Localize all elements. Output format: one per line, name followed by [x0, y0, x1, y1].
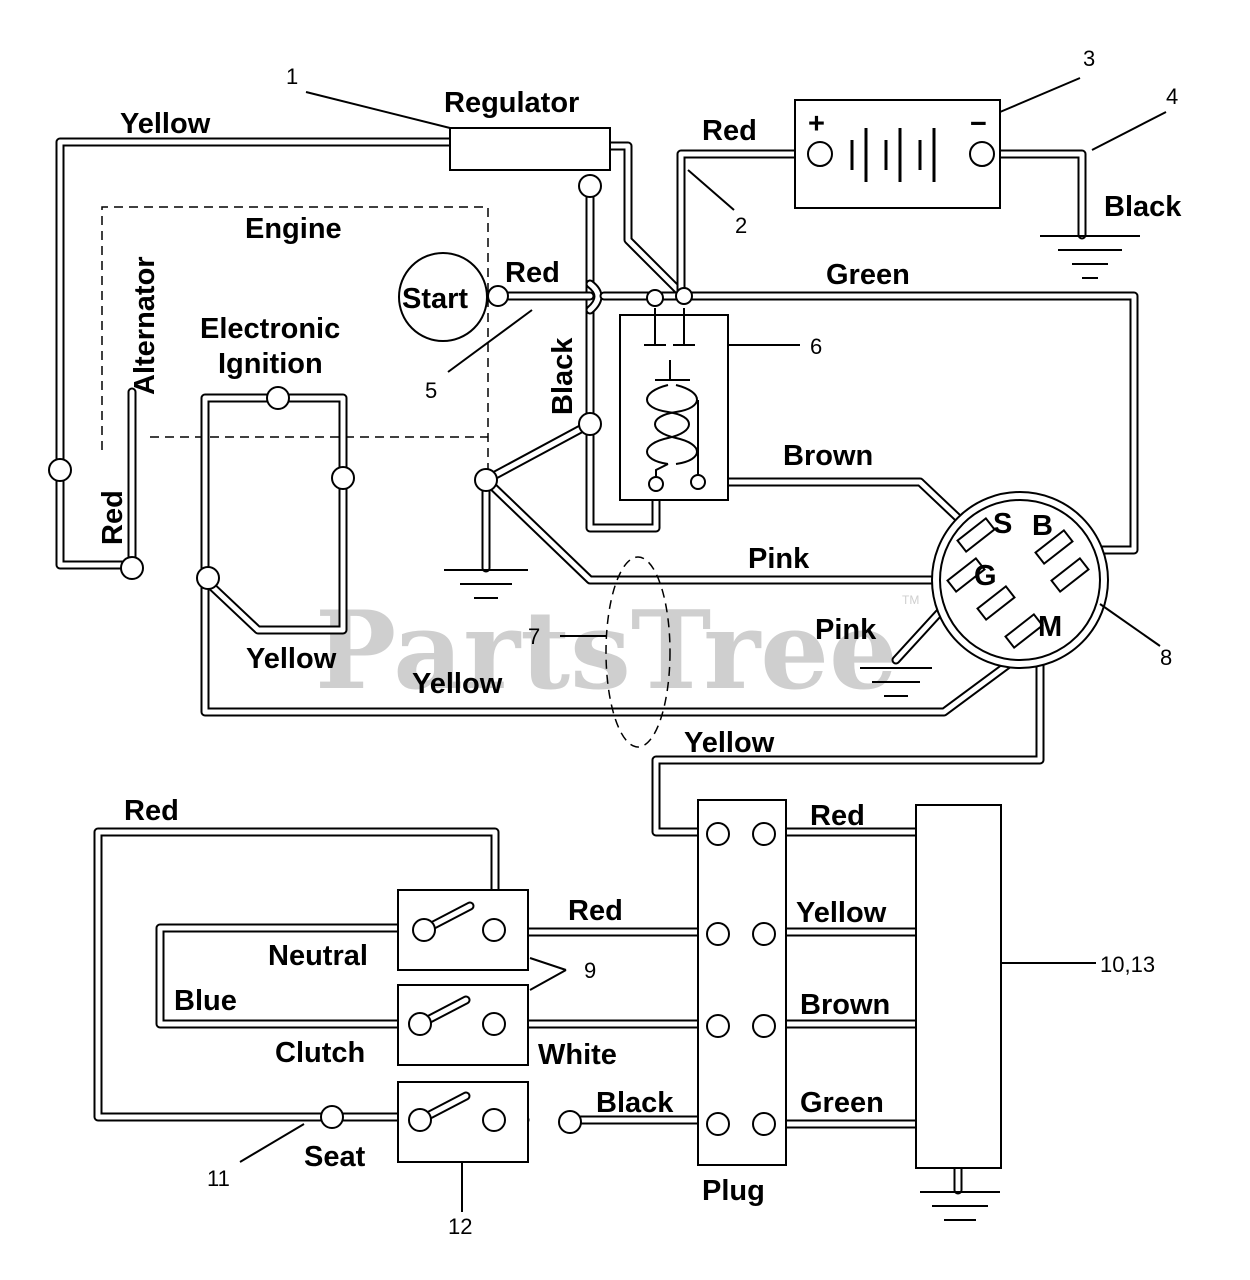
- wire-label-white: White: [538, 1039, 617, 1071]
- harness-ellipse: [605, 556, 671, 748]
- switch-terminal-m: M: [1038, 611, 1062, 643]
- switch-blades: [946, 516, 1090, 650]
- callout-11: 11: [207, 1166, 230, 1191]
- switch-terminal-g: G: [974, 560, 997, 592]
- solenoid-box: [619, 314, 729, 501]
- wire-label-black-vertical: Black: [547, 337, 579, 415]
- watermark-tm: TM: [902, 593, 919, 607]
- wire-label-black-plug: Black: [596, 1087, 674, 1119]
- engine-label: Engine: [245, 213, 342, 245]
- seat-label: Seat: [304, 1141, 366, 1173]
- wire-label-yellow-top: Yellow: [120, 108, 211, 140]
- switch-terminal-s: S: [993, 508, 1012, 540]
- clutch-label: Clutch: [275, 1037, 365, 1069]
- callout-2: 2: [735, 213, 747, 238]
- callout-4: 4: [1166, 84, 1178, 109]
- wire-label-green-plug: Green: [800, 1087, 884, 1119]
- callout-12: 12: [448, 1214, 472, 1239]
- callout-leaders: [239, 77, 1167, 1212]
- switch-terminal-b: B: [1032, 510, 1053, 542]
- battery-cells: [850, 128, 936, 182]
- wire-label-brown-top: Brown: [783, 440, 873, 472]
- plug-box: [697, 799, 787, 1166]
- electronic-label: Electronic: [200, 313, 340, 345]
- alternator-label: Alternator: [129, 256, 161, 395]
- callout-3: 3: [1083, 46, 1095, 71]
- battery-minus: −: [970, 108, 987, 140]
- wire-label-red-plug-top: Red: [810, 800, 865, 832]
- wire-label-pink-lower: Pink: [815, 614, 877, 646]
- regulator-box: [449, 127, 611, 171]
- battery-plus: +: [808, 108, 825, 140]
- wire-label-red-neutral: Red: [568, 895, 623, 927]
- wire-label-yellow-ignition: Yellow: [246, 643, 337, 675]
- callout-6: 6: [810, 334, 822, 359]
- wire-label-yellow-plug: Yellow: [796, 897, 887, 929]
- start-motor: [398, 252, 488, 342]
- wire-label-blue: Blue: [174, 985, 237, 1017]
- wire-label-black-ground: Black: [1104, 191, 1182, 223]
- ignition-label: Ignition: [218, 348, 323, 380]
- start-label: Start: [402, 283, 468, 315]
- callout-9: 9: [584, 958, 596, 983]
- wire-label-brown-plug: Brown: [800, 989, 890, 1021]
- regulator-label: Regulator: [444, 87, 579, 119]
- callout-7: 7: [528, 624, 540, 649]
- wire-label-green: Green: [826, 259, 910, 291]
- callout-10-13: 10,13: [1100, 952, 1155, 977]
- ignition-switch-inner: [939, 499, 1101, 661]
- plug-label: Plug: [702, 1175, 765, 1207]
- callout-8: 8: [1160, 645, 1172, 670]
- ground-symbols: [444, 235, 1140, 1221]
- engine-outline: [101, 206, 489, 470]
- wire-label-yellow-m: Yellow: [684, 727, 775, 759]
- wire-label-red-alternator: Red: [97, 490, 129, 545]
- terminals: [48, 141, 995, 1136]
- wire-label-yellow-bottom: Yellow: [412, 668, 503, 700]
- wires: [55, 137, 1139, 1195]
- callout-1: 1: [286, 64, 298, 89]
- wire-label-pink-top: Pink: [748, 543, 810, 575]
- wire-label-red-battery: Red: [702, 115, 757, 147]
- callout-5: 5: [425, 378, 437, 403]
- wire-label-red-start: Red: [505, 257, 560, 289]
- control-module: [915, 804, 1002, 1169]
- neutral-label: Neutral: [268, 940, 368, 972]
- wire-label-red-left: Red: [124, 795, 179, 827]
